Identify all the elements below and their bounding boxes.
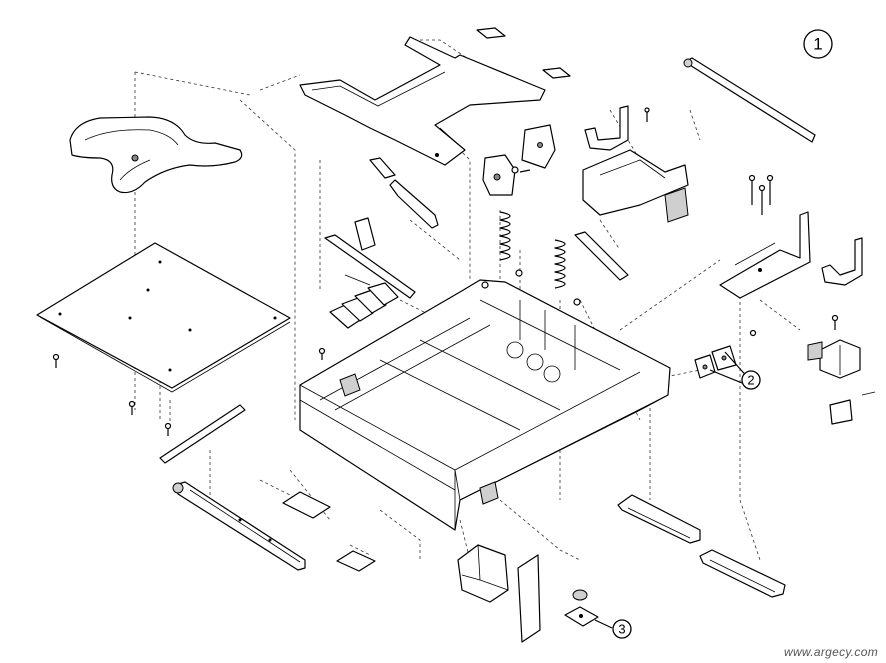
callout-item-2: 2: [741, 370, 761, 390]
callout-item-3: 3: [612, 619, 632, 639]
top-right-rod: [683, 57, 816, 143]
switch-assembly: [807, 314, 876, 425]
flat-bottom-plate: [36, 242, 291, 393]
callout-item-3-label: 3: [618, 622, 625, 637]
figure-number-callout: 1: [803, 29, 833, 59]
bottom-roller-parts: [457, 544, 613, 643]
left-guide-rail: [172, 481, 306, 571]
left-latch-assembly: [324, 217, 416, 329]
screws-left: [52, 347, 326, 436]
right-guide-rails: [617, 494, 786, 598]
callout-item-2-label: 2: [747, 373, 754, 388]
curved-upper-plate: [69, 116, 243, 194]
latch-bracket-parts: [369, 124, 556, 229]
watermark-text: www.argecy.com: [783, 645, 878, 659]
right-mounting-bracket: [719, 174, 863, 299]
figure-number-label: 1: [813, 35, 822, 54]
compression-springs: [499, 211, 581, 306]
right-bracket-group: [574, 105, 689, 281]
paper-tray-body: [299, 279, 671, 531]
label-strips-left: [159, 404, 376, 572]
top-frame-bracket: [299, 27, 571, 166]
